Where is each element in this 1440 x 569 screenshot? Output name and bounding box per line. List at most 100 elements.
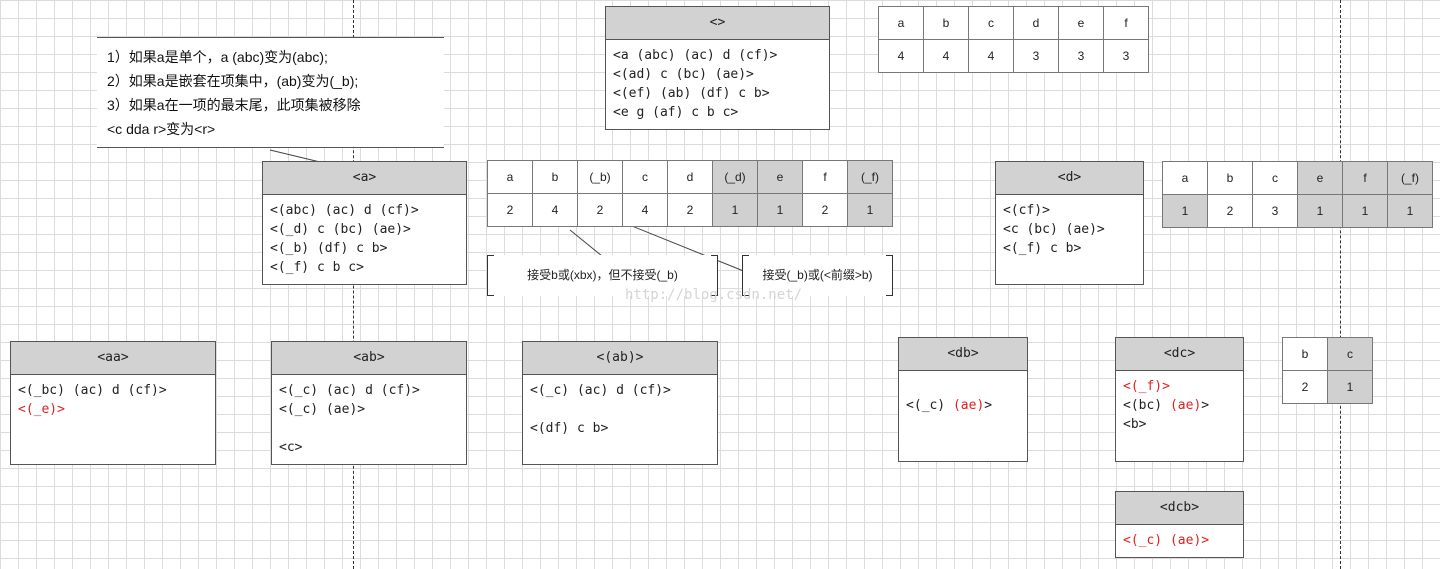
sequence-line: <(_c) (ac) d (cf)> (279, 383, 420, 398)
box-title: <(ab)> (523, 342, 717, 375)
header-cell: c (968, 6, 1014, 40)
count-cell: 2 (487, 193, 533, 227)
header-cell: f (1103, 6, 1149, 40)
a-projection-box: <a> <(abc) (ac) d (cf)> <(_d) c (bc) (ae… (262, 161, 467, 285)
sequence-line-red: <(_c) (ae)> (1123, 533, 1210, 548)
count-cell: 3 (1103, 39, 1149, 73)
sequence-line: <(abc) (ac) d (cf)> (270, 203, 419, 218)
count-cell: 1 (757, 193, 803, 227)
count-cell: 1 (1342, 194, 1388, 228)
box-title: <d> (996, 162, 1143, 195)
count-cell: 2 (577, 193, 623, 227)
ab-group-projection-box: <(ab)> <(_c) (ac) d (cf)> <(df) c b> (522, 341, 718, 465)
callout-underscore-b-accept: 接受(_b)或(<前缀>b) (742, 255, 893, 296)
header-cell: a (487, 160, 533, 194)
root-counts-table: a b c d e f 4 4 4 3 3 3 (878, 6, 1149, 73)
bracket-left (742, 255, 749, 296)
callout-text: 接受b或(xbx)，但不接受(_b) (527, 268, 678, 282)
sequence-line: <(ef) (ab) (df) c b> (613, 86, 770, 101)
header-cell: b (1282, 337, 1328, 371)
sequence-line: <(df) c b> (530, 421, 609, 436)
count-cell: 4 (622, 193, 668, 227)
sequence-line: <(_f) c b c> (270, 260, 364, 275)
seq-part-red: (ae) (952, 398, 985, 413)
sequence-line: <(_c) (ae)> (906, 396, 1020, 415)
sequence-line: <(bc) (ae)> (1123, 396, 1236, 415)
connector-underscore-b-to-callout (621, 221, 747, 273)
header-cell: e (1058, 6, 1104, 40)
header-cell: d (1013, 6, 1059, 40)
header-cell: b (923, 6, 969, 40)
count-cell: 1 (847, 193, 893, 227)
aa-projection-box: <aa> <(_bc) (ac) d (cf)> <(_e)> (10, 341, 216, 465)
rule-line-4: <c dda r>变为<r> (107, 121, 216, 137)
header-cell: e (757, 160, 803, 194)
bracket-right (711, 255, 718, 296)
callout-text: 接受(_b)或(<前缀>b) (762, 268, 873, 282)
sequence-line: <a (abc) (ac) d (cf)> (613, 48, 778, 63)
header-cell: c (622, 160, 668, 194)
box-title: <ab> (272, 342, 466, 375)
count-cell: 1 (1297, 194, 1343, 228)
seq-part: <(bc) (1123, 398, 1170, 413)
box-title: <> (606, 7, 829, 40)
header-cell: b (1207, 161, 1253, 195)
sequence-line (530, 400, 710, 419)
count-cell: 2 (802, 193, 848, 227)
seq-part-red: (ae) (1169, 398, 1202, 413)
sequence-line: <c> (279, 440, 303, 455)
sequence-line: <(_bc) (ac) d (cf)> (18, 383, 167, 398)
dc-projection-box: <dc> <(_f)> <(bc) (ae)> <b> (1115, 337, 1244, 462)
header-cell: d (667, 160, 713, 194)
seq-part: > (1201, 398, 1210, 413)
header-cell: b (532, 160, 578, 194)
sequence-line: <(_f) c b> (1003, 241, 1082, 256)
bracket-right (886, 255, 893, 296)
dc-counts-table: b c 2 1 (1282, 337, 1373, 404)
rule-line-3: 3）如果a在一项的最末尾，此项集被移除 (107, 97, 361, 113)
header-cell: (_f) (1387, 161, 1433, 195)
sequence-line: <(_b) (df) c b> (270, 241, 388, 256)
sequence-line-red: <(_f)> (1123, 379, 1170, 394)
d-counts-table: a b c e f (_f) 1 2 3 1 1 1 (1162, 161, 1433, 228)
dcb-projection-box: <dcb> <(_c) (ae)> (1115, 491, 1244, 558)
header-cell: a (878, 6, 924, 40)
sequence-line: <b> (1123, 417, 1147, 432)
box-title: <db> (899, 338, 1027, 371)
count-cell: 2 (667, 193, 713, 227)
count-cell: 3 (1058, 39, 1104, 73)
db-projection-box: <db> <(_c) (ae)> (898, 337, 1028, 462)
count-cell: 4 (532, 193, 578, 227)
header-cell: c (1327, 337, 1373, 371)
sequence-line-red: <(_e)> (18, 402, 65, 417)
root-projection-box: <> <a (abc) (ac) d (cf)> <(ad) c (bc) (a… (605, 6, 830, 130)
sequence-line: <(_c) (ae)> (279, 402, 366, 417)
header-cell: e (1297, 161, 1343, 195)
ab-projection-box: <ab> <(_c) (ac) d (cf)> <(_c) (ae)> <c> (271, 341, 467, 465)
count-cell: 1 (712, 193, 758, 227)
count-cell: 3 (1013, 39, 1059, 73)
sequence-line: <e g (af) c b c> (613, 105, 739, 120)
sequence-line (279, 419, 459, 438)
box-title: <dcb> (1116, 492, 1243, 525)
count-cell: 2 (1207, 194, 1253, 228)
header-cell: (_b) (577, 160, 623, 194)
count-cell: 4 (923, 39, 969, 73)
header-cell: (_d) (712, 160, 758, 194)
header-cell: (_f) (847, 160, 893, 194)
connector-note-to-a (269, 149, 321, 163)
box-title: <aa> (11, 342, 215, 375)
connector-b-to-callout (569, 229, 603, 257)
sequence-line: <(_c) (ac) d (cf)> (530, 383, 671, 398)
rule-line-2: 2）如果a是嵌套在项集中，(ab)变为(_b); (107, 73, 359, 89)
count-cell: 1 (1162, 194, 1208, 228)
count-cell: 1 (1387, 194, 1433, 228)
seq-part: <(_c) (906, 398, 953, 413)
sequence-line: <c (bc) (ae)> (1003, 222, 1105, 237)
box-title: <dc> (1116, 338, 1243, 371)
guide-line-right (1340, 0, 1341, 569)
count-cell: 1 (1327, 370, 1373, 404)
d-projection-box: <d> <(cf)> <c (bc) (ae)> <(_f) c b> (995, 161, 1144, 285)
header-cell: f (1342, 161, 1388, 195)
